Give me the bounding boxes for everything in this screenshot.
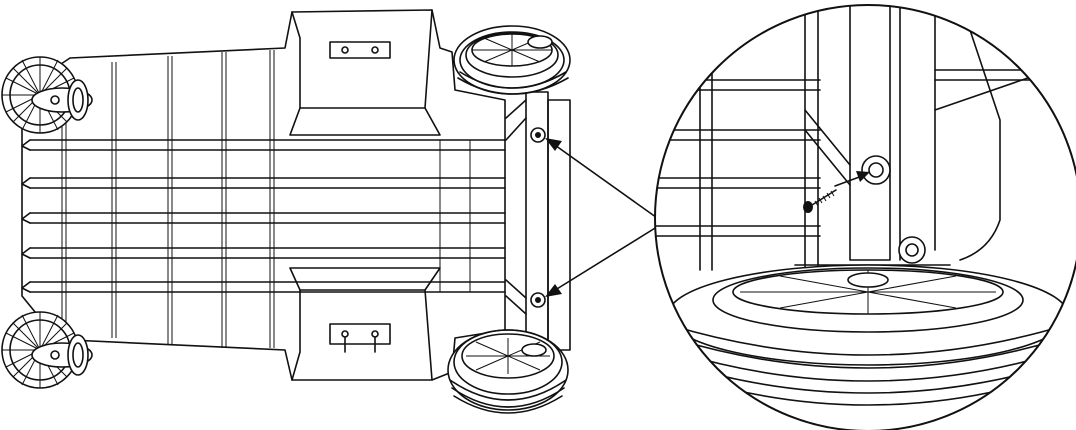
arrow-head-lower [545, 284, 562, 297]
cart-ribs [61, 50, 471, 348]
cart-slats [21, 139, 506, 293]
callout-arrows [545, 138, 661, 297]
magnifier-ring [654, 4, 1076, 430]
arrow-head-upper [545, 138, 562, 151]
detail-screw [803, 189, 837, 213]
cart-body [21, 9, 506, 381]
large-wheel-top [453, 25, 571, 95]
large-wheel-bottom [447, 329, 569, 414]
detail-magnifier [654, 4, 1076, 430]
detail-wheel [667, 264, 1069, 406]
lower-screw-hole [530, 292, 546, 308]
upper-screw-hole [530, 127, 546, 143]
small-wheel-top [1, 56, 93, 134]
axle-assembly [505, 91, 571, 363]
small-wheel-bottom [1, 311, 93, 389]
detail-screw-hole [861, 155, 891, 185]
